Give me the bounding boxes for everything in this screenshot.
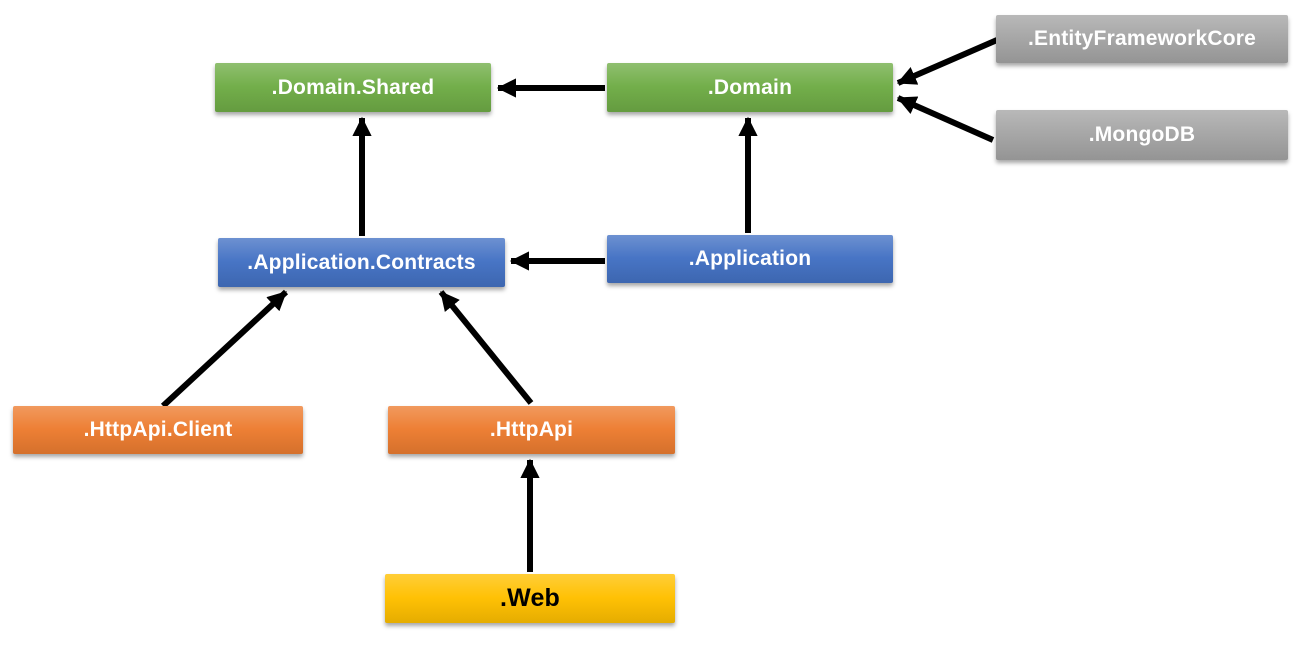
node-entityframeworkcore: .EntityFrameworkCore (996, 15, 1288, 63)
node-web-label: .Web (499, 584, 561, 612)
arrow-mongodb-to-domain (896, 95, 995, 143)
node-httpapi-client: .HttpApi.Client (13, 406, 303, 454)
node-httpapi: .HttpApi (388, 406, 675, 454)
node-domain-shared-label: .Domain.Shared (271, 75, 435, 99)
node-application-label: .Application (688, 247, 812, 270)
node-domain: .Domain (607, 63, 893, 112)
arrow-httpapi-to-contracts (438, 290, 534, 405)
node-httpapi-label: .HttpApi (489, 418, 574, 441)
node-web: .Web (385, 574, 675, 623)
node-mongodb: .MongoDB (996, 110, 1288, 160)
node-entityframeworkcore-label: .EntityFrameworkCore (1027, 27, 1257, 50)
node-application: .Application (607, 235, 893, 283)
node-application-contracts-label: .Application.Contracts (247, 250, 476, 274)
node-application-contracts: .Application.Contracts (218, 238, 505, 287)
node-domain-shared: .Domain.Shared (215, 63, 491, 112)
node-mongodb-label: .MongoDB (1088, 123, 1196, 146)
node-httpapi-client-label: .HttpApi.Client (83, 418, 233, 441)
arrow-httpapi-client-to-contracts (160, 289, 289, 409)
arrow-efcore-to-domain (896, 37, 999, 86)
node-domain-label: .Domain (707, 75, 793, 99)
